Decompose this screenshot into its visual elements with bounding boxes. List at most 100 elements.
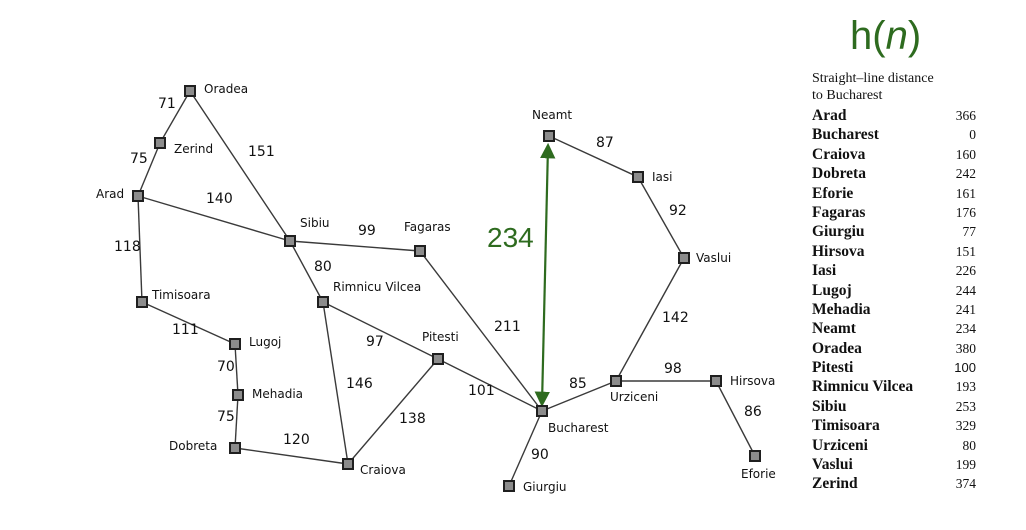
heuristic-table: Straight–line distance to Bucharest Arad… bbox=[802, 70, 982, 494]
table-row-distance: 374 bbox=[955, 476, 976, 492]
heuristic-title-prefix: h( bbox=[850, 14, 886, 58]
city-label-oradea: Oradea bbox=[204, 82, 248, 96]
table-row-distance: 234 bbox=[955, 321, 976, 337]
table-row-distance: 242 bbox=[955, 166, 976, 182]
table-row-city: Bucharest bbox=[812, 126, 879, 144]
road-distance-iasi-neamt: 87 bbox=[596, 135, 614, 151]
road-distance-dobreta-craiova: 120 bbox=[283, 432, 310, 448]
city-label-urziceni: Urziceni bbox=[610, 390, 658, 404]
road-distance-oradea-zerind: 71 bbox=[158, 96, 176, 112]
road-distance-craiova-pitesti: 138 bbox=[399, 411, 426, 427]
city-node-iasi bbox=[632, 171, 644, 183]
city-label-arad: Arad bbox=[96, 187, 124, 201]
table-row-city: Neamt bbox=[812, 320, 856, 338]
city-node-lugoj bbox=[229, 338, 241, 350]
city-node-oradea bbox=[184, 85, 196, 97]
road-distance-bucharest-giurgiu: 90 bbox=[531, 447, 549, 463]
table-row-city: Arad bbox=[812, 107, 847, 124]
city-node-craiova bbox=[342, 458, 354, 470]
road-sibiu-rimnicu bbox=[289, 240, 324, 303]
road-zerind-arad bbox=[137, 142, 161, 197]
road-iasi-neamt bbox=[548, 135, 639, 178]
road-distance-lugoj-mehadia: 70 bbox=[217, 359, 235, 375]
table-row-distance: 100 bbox=[954, 360, 976, 376]
road-distance-arad-sibiu: 140 bbox=[206, 191, 233, 207]
road-pitesti-bucharest bbox=[437, 358, 543, 412]
table-row: Hirsova 151 bbox=[812, 242, 982, 261]
table-row-distance: 366 bbox=[955, 108, 976, 123]
road-craiova-pitesti bbox=[347, 358, 439, 465]
road-arad-sibiu bbox=[137, 195, 291, 242]
table-row-city: Vaslui bbox=[812, 456, 853, 474]
cities-layer: OradeaZerindAradTimisoaraLugojMehadiaDob… bbox=[96, 82, 776, 494]
table-row-city: Fagaras bbox=[812, 203, 866, 221]
table-title-line-1: Straight–line distance bbox=[812, 71, 934, 86]
city-label-hirsova: Hirsova bbox=[730, 374, 775, 388]
city-node-zerind bbox=[154, 137, 166, 149]
city-label-lugoj: Lugoj bbox=[249, 335, 281, 349]
city-node-pitesti bbox=[432, 353, 444, 365]
city-label-craiova: Craiova bbox=[360, 463, 406, 477]
city-label-iasi: Iasi bbox=[652, 170, 672, 184]
table-row-city: Eforie bbox=[812, 184, 854, 202]
table-row-distance: 161 bbox=[955, 185, 976, 201]
road-rimnicu-craiova bbox=[322, 301, 349, 465]
road-distance-rimnicu-pitesti: 97 bbox=[366, 334, 384, 350]
road-rimnicu-pitesti bbox=[322, 301, 439, 360]
city-node-eforie bbox=[749, 450, 761, 462]
city-label-fagaras: Fagaras bbox=[404, 220, 451, 234]
city-node-neamt bbox=[543, 130, 555, 142]
table-row-city: Hirsova bbox=[812, 242, 865, 260]
table-row-distance: 176 bbox=[955, 204, 976, 220]
road-distance-timisoara-lugoj: 111 bbox=[172, 322, 199, 338]
city-node-urziceni bbox=[610, 375, 622, 387]
table-row-distance: 193 bbox=[955, 379, 976, 395]
table-row-distance: 329 bbox=[955, 418, 976, 434]
table-row: Neamt 234 bbox=[802, 319, 982, 345]
table-row-distance: 241 bbox=[955, 301, 976, 317]
table-row-city: Rimnicu Vilcea bbox=[812, 378, 914, 396]
table-row-distance: 226 bbox=[955, 263, 976, 279]
road-distance-sibiu-rimnicu: 80 bbox=[314, 259, 332, 275]
table-row: Arad 366 bbox=[812, 106, 982, 125]
road-distance-mehadia-dobreta: 75 bbox=[217, 409, 235, 425]
heuristic-title-suffix: ) bbox=[907, 14, 922, 58]
table-row-distance: 151 bbox=[955, 243, 976, 259]
table-row-distance: 253 bbox=[955, 398, 976, 414]
table-row-distance: 80 bbox=[962, 437, 977, 453]
city-label-timisoara: Timisoara bbox=[151, 288, 211, 302]
table-row-city: Craiova bbox=[812, 145, 866, 163]
road-hirsova-eforie bbox=[715, 380, 756, 457]
table-row-distance: 380 bbox=[955, 340, 976, 356]
table-title-line-2: to Bucharest bbox=[812, 88, 883, 103]
table-row-city: Urziceni bbox=[812, 436, 868, 454]
city-node-dobreta bbox=[229, 442, 241, 454]
city-node-rimnicu bbox=[317, 296, 329, 308]
table-row-city: Giurgiu bbox=[812, 223, 865, 241]
table-row: Eforie 161 bbox=[812, 184, 982, 203]
table-row-city: Oradea bbox=[812, 339, 862, 357]
road-distance-fagaras-bucharest: 211 bbox=[494, 319, 521, 335]
road-dobreta-craiova bbox=[234, 447, 349, 465]
straight-line-distance-label: 234 bbox=[487, 222, 534, 253]
table-row: Timisoara 329 bbox=[812, 416, 982, 435]
road-distance-vaslui-iasi: 92 bbox=[669, 203, 687, 219]
city-node-fagaras bbox=[414, 245, 426, 257]
city-node-bucharest bbox=[536, 405, 548, 417]
city-label-dobreta: Dobreta bbox=[169, 439, 217, 453]
road-oradea-zerind bbox=[159, 90, 191, 144]
city-node-arad bbox=[132, 190, 144, 202]
table-row-city: Timisoara bbox=[812, 417, 880, 435]
city-node-giurgiu bbox=[503, 480, 515, 492]
